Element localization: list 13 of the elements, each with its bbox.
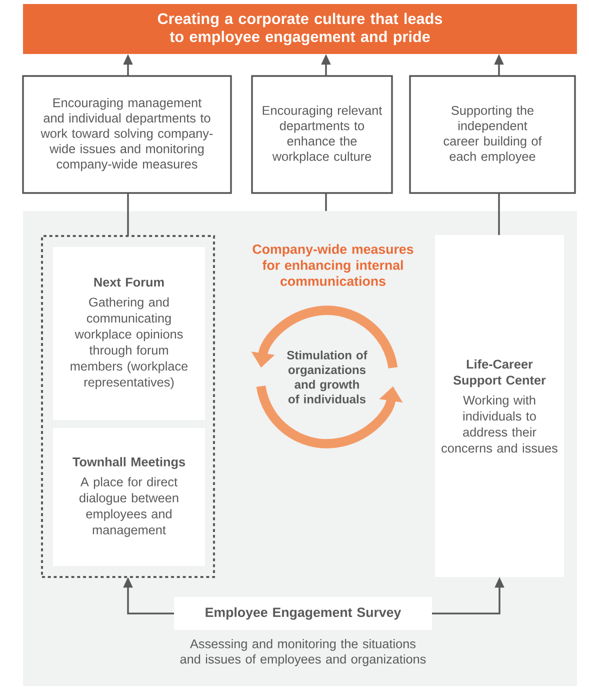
description-text: Assessing and monitoring the situations and issues of employees and organizations <box>180 639 426 666</box>
connector-line <box>325 193 327 211</box>
objective-box: Encouraging management and individual departments to work toward solving company-wide issues and monitoring company-wide measures <box>22 75 232 194</box>
measure-box: Employee Engagement Survey <box>174 597 432 630</box>
measure-box: Life-Career Support Center Working with individuals to address their concerns and issues <box>435 235 564 577</box>
objective-box: Supporting the independent career building of each employee <box>409 75 576 194</box>
objective-box: Encouraging relevant departments to enhance the workplace culture <box>251 75 393 194</box>
connector-line <box>498 193 500 235</box>
dashed-group-box <box>41 235 215 578</box>
connector-line <box>127 193 129 236</box>
measure-box: Townhall Meetings A place for direct dialogue between employees and management <box>53 428 205 566</box>
goal-banner: Creating a corporate culture that leads to employee engagement and pride <box>23 4 577 54</box>
measure-box: Next Forum Gathering and communicating workplace opinions through forum members (workplace representatives) <box>53 247 205 420</box>
